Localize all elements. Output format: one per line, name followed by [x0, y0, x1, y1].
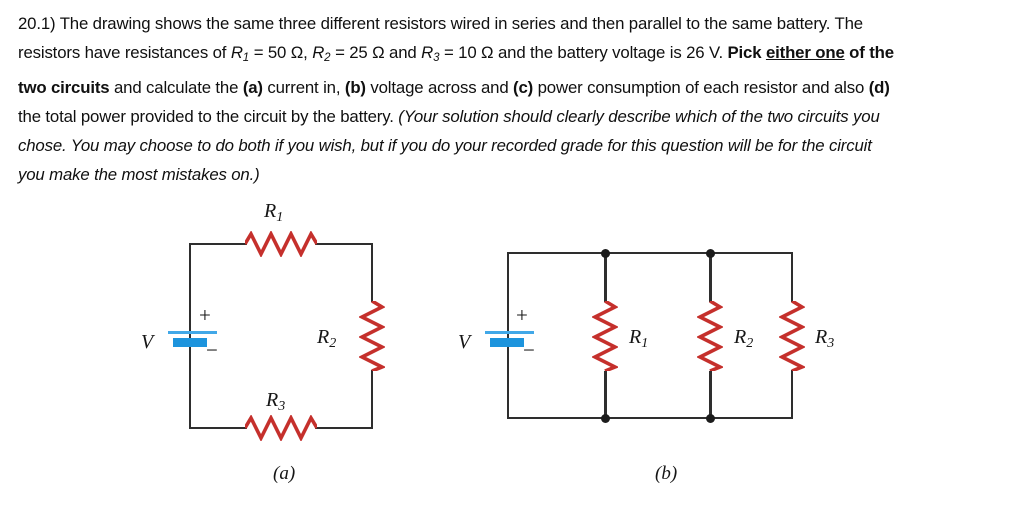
resistor-r3-label: R3: [266, 390, 285, 417]
text-run-bold: of the: [844, 43, 894, 62]
wire-segment: [189, 243, 191, 429]
resistor-sub: 3: [278, 399, 286, 414]
wire-segment: [189, 427, 247, 429]
text-run: power consumption of each resistor and a…: [533, 78, 869, 97]
resistor-base: R: [629, 326, 642, 348]
wire-segment: [315, 427, 373, 429]
text-run-bold: (d): [868, 78, 890, 97]
wire-segment: [709, 253, 712, 302]
wire-segment: [189, 243, 247, 245]
text-run-bold: (b): [344, 78, 366, 97]
wire-segment: [371, 243, 373, 302]
wire-segment: [507, 417, 793, 419]
problem-line-1: 20.1) The drawing shows the same three d…: [18, 9, 1018, 38]
resistor-symbol: R: [230, 43, 243, 62]
resistor-symbol: R: [421, 43, 434, 62]
text-run-italic: you make the most mistakes on.): [18, 165, 260, 184]
plus-sign: +: [199, 303, 211, 327]
minus-sign: −: [523, 338, 535, 362]
resistor-r2-label: R2: [317, 327, 336, 354]
figure-b-caption: (b): [655, 463, 678, 484]
problem-line-6: you make the most mistakes on.): [18, 160, 1018, 189]
resistor-base: R: [815, 326, 828, 348]
battery-negative-plate: [490, 338, 524, 347]
resistor-sub: 2: [329, 336, 337, 351]
text-run-bold: (c): [513, 78, 534, 97]
text-run: current in,: [262, 78, 345, 97]
wire-segment: [507, 252, 509, 419]
junction-dot: [706, 414, 715, 423]
text-run: voltage across and: [365, 78, 514, 97]
text-run: = 50 Ω,: [249, 43, 313, 62]
problem-line-4: the total power provided to the circuit …: [18, 102, 1018, 131]
resistor-r3-label: R3: [815, 327, 834, 354]
text-run-bold: Pick: [727, 43, 766, 62]
resistor-r3-zigzag: [245, 415, 317, 441]
wire-segment: [604, 371, 607, 418]
resistor-symbol: R: [312, 43, 325, 62]
battery-voltage-label: V: [141, 331, 154, 353]
text-run: 20.1) The drawing shows the same three d…: [18, 14, 863, 33]
text-run: = 25 Ω and: [330, 43, 422, 62]
problem-line-3: two circuits and calculate the (a) curre…: [18, 73, 1018, 102]
resistor-r2-zigzag: [697, 301, 723, 371]
wire-segment: [315, 243, 373, 245]
resistor-r2-zigzag: [359, 301, 385, 371]
junction-dot: [601, 414, 610, 423]
wire-segment: [791, 252, 793, 302]
text-run-italic: chose. You may choose to do both if you …: [18, 136, 872, 155]
resistor-base: R: [264, 200, 277, 222]
resistor-r1-label: R1: [629, 327, 648, 354]
resistor-sub: 1: [276, 210, 284, 225]
wire-segment: [791, 370, 793, 419]
battery-positive-plate: [485, 331, 534, 334]
wire-segment: [709, 371, 712, 418]
minus-sign: −: [206, 338, 218, 362]
resistor-r1-zigzag: [592, 301, 618, 371]
resistor-sub: 1: [641, 336, 649, 351]
problem-line-2: resistors have resistances of R1 = 50 Ω,…: [18, 38, 1018, 73]
resistor-r1-zigzag: [245, 231, 317, 257]
junction-dot: [706, 249, 715, 258]
text-run: resistors have resistances of: [18, 43, 231, 62]
plus-sign: +: [516, 303, 528, 327]
text-run: and calculate the: [109, 78, 243, 97]
resistor-r3-zigzag: [779, 301, 805, 371]
resistor-r1-label: R1: [264, 201, 283, 228]
battery-positive-plate: [168, 331, 217, 334]
resistor-base: R: [317, 326, 330, 348]
resistor-sub: 3: [827, 336, 835, 351]
resistor-subscript: 3: [433, 52, 440, 64]
problem-statement: 20.1) The drawing shows the same three d…: [18, 9, 1018, 189]
battery-voltage-label: V: [458, 331, 471, 353]
figure-a-caption: (a): [273, 463, 296, 484]
junction-dot: [601, 249, 610, 258]
problem-line-5: chose. You may choose to do both if you …: [18, 131, 1018, 160]
text-run-bold: (a): [242, 78, 263, 97]
resistor-r2-label: R2: [734, 327, 753, 354]
text-run-bold-underline: either one: [765, 43, 845, 62]
resistor-base: R: [266, 389, 279, 411]
wire-segment: [507, 252, 793, 254]
text-run-italic: (Your solution should clearly describe w…: [398, 107, 880, 126]
text-run: = 10 Ω and the battery voltage is 26 V.: [439, 43, 728, 62]
battery-negative-plate: [173, 338, 207, 347]
resistor-base: R: [734, 326, 747, 348]
wire-segment: [371, 370, 373, 429]
text-run: the total power provided to the circuit …: [18, 107, 399, 126]
wire-segment: [604, 253, 607, 302]
resistor-subscript: 1: [242, 52, 250, 64]
resistor-subscript: 2: [324, 52, 331, 64]
resistor-sub: 2: [746, 336, 754, 351]
text-run-bold: two circuits: [18, 78, 110, 97]
